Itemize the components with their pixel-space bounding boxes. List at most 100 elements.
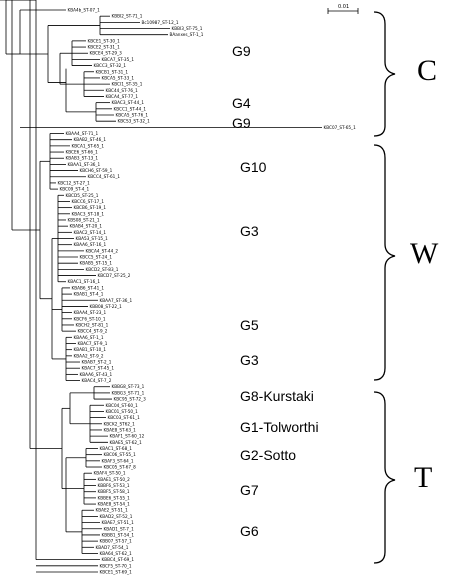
leaf-label: KBAC7_ST-45_1 [82, 366, 115, 371]
group-label-g3-upper: G3 [240, 223, 259, 239]
leaf-label: KBAF4_ST-50_1 [94, 471, 126, 476]
leaf-label: KBAA2_ST-9_2 [74, 353, 104, 358]
leaf-label: KBAE1_ST-50_2 [98, 477, 131, 482]
leaf-label: KBC03_ST-61_1 [108, 415, 141, 420]
leaf-label: KBCC1_ST-44_1 [114, 106, 147, 111]
leaf-label: KBC09_ST-4_1 [60, 187, 90, 192]
leaf-label: KBAA6_ST-16_1 [74, 242, 107, 247]
leaf-label: KBAC2_ST-14_1 [74, 230, 107, 235]
leaf-label: KBCE6_ST-66_1 [66, 150, 99, 155]
leaf-label: KBBF5_ST-58_1 [98, 489, 130, 494]
leaf-label: KBAB2_ST-46_1 [74, 137, 107, 142]
leaf-label: KBAA1_ST-36_1 [68, 162, 101, 167]
leaf-label: KBC95_ST-72_3 [114, 397, 147, 402]
leaf-label: KBBF6_ST-53_1 [98, 483, 130, 488]
cluster-label-c: C [417, 54, 437, 87]
leaf-label: KBAA7_ST-36_1 [100, 298, 133, 303]
leaf-label: KBBB1_ST-54_1 [102, 532, 135, 537]
tree-branches [0, 0, 322, 573]
leaf-label: KBA53_ST-15_1 [76, 236, 109, 241]
leaf-label: KBAA4_ST-23_1 [74, 310, 107, 315]
leaf-label: KBCI1_ST-35_1 [112, 82, 143, 87]
group-label-g6: G6 [240, 523, 259, 539]
leaf-label: KBCE1_ST-69_1 [100, 570, 133, 575]
leaf-label: KBAE5_ST-62_1 [110, 440, 143, 445]
leaf-label: KBAE2_ST-51_1 [96, 508, 129, 513]
leaf-label: KBAC1_ST-16_1 [68, 279, 101, 284]
leaf-label: KBAB6_ST-41_1 [72, 285, 105, 290]
leaf-label: KBA64_ST-62_1 [100, 551, 133, 556]
leaf-label: KBAC3_ST-44_1 [112, 100, 145, 105]
leaf-label: KBAF3_ST-64_1 [102, 458, 134, 463]
leaf-label: KBAC4_ST-7_2 [82, 378, 112, 383]
cluster-bracket-c: C [373, 11, 437, 137]
leaf-label: KBCA1_ST-65_1 [72, 143, 105, 148]
leaf-label: KBC06_ST-55_1 [104, 452, 137, 457]
cluster-bracket-t: T [373, 391, 432, 564]
leaf-label: KBCC3_ST-32_1 [94, 63, 127, 68]
leaf-label: KBAD1_ST-7_1 [104, 526, 135, 531]
group-label-g5: G5 [240, 317, 259, 333]
leaf-label: KBCC4_ST-61_1 [88, 174, 121, 179]
leaf-label: KBBG8_ST-73_1 [112, 384, 145, 389]
leaf-label: KBCF6_ST-10_1 [74, 316, 106, 321]
leaf-label: KBCC6_ST-17_1 [72, 199, 105, 204]
group-label-g10: G10 [240, 159, 267, 175]
leaf-label: KBAC7_ST-9_1 [78, 341, 108, 346]
leaf-label: KBBE6_ST-55_1 [98, 495, 131, 500]
leaf-label: KBCA5_ST-33_1 [102, 75, 135, 80]
leaf-label: KBAE8_ST-63_1 [104, 427, 137, 432]
leaf-label: KBCE4_ST-29_3 [90, 51, 123, 56]
leaf-label: KBB08_ST-22_1 [90, 304, 123, 309]
leaf-label: KBAB3_ST-13_1 [66, 156, 99, 161]
group-label-g7: G7 [240, 482, 259, 498]
leaf-label: KBAB5_ST-15_1 [80, 261, 113, 266]
leaf-label: KBAA4_ST-71_1 [66, 131, 99, 136]
leaf-label: KBCH2_ST-81_1 [76, 322, 109, 327]
leaf-label: KBCE2_ST-31_1 [88, 45, 121, 50]
leaf-label: KBCA5_ST-76_1 [116, 112, 149, 117]
group-label-g4: G4 [232, 95, 251, 111]
cluster-bracket-w: W [373, 144, 439, 381]
leaf-label: KBAD2_ST-52_1 [100, 514, 133, 519]
leaf-label: KBC12_ST-27_1 [58, 180, 91, 185]
leaf-label: KBCK2_ST62_1 [104, 421, 136, 426]
scale-bar: 0.01 [327, 4, 359, 14]
leaf-label: KBAE8_ST-54_1 [98, 502, 131, 507]
leaf-label: KBCB6_ST-19_1 [74, 205, 107, 210]
leaf-label: KBCF5_ST-70_1 [100, 563, 132, 568]
group-label-g2-sotto: G2-Sotto [240, 447, 296, 463]
leaf-label: KBCH6_ST-59_1 [80, 168, 113, 173]
leaf-label: KBCA4_ST-44_2 [86, 248, 119, 253]
leaf-label: KBBI3_ST-75_1 [172, 26, 203, 31]
leaf-label: KBAB7_ST-2_1 [82, 360, 112, 365]
group-label-g1-tolworthi: G1-Tolworthi [240, 419, 319, 435]
leaf-label: KBAE7_ST-51_1 [102, 520, 135, 525]
group-label-g9-top: G9 [232, 43, 251, 59]
leaf-label: KBCD7_ST-25_2 [98, 273, 131, 278]
leaf-label: KBAC3_ST-18_1 [72, 211, 105, 216]
leaf-label: KBC04_ST-60_1 [106, 403, 139, 408]
leaf-label: KBCA4_ST-77_1 [106, 94, 139, 99]
cluster-label-w: W [410, 237, 439, 270]
leaf-label: KBCC4_ST-9_2 [78, 329, 108, 334]
leaf-label: KBC05_ST-67_8 [104, 465, 137, 470]
group-label-g3-lower: G3 [240, 352, 259, 368]
leaf-label: KBB07_ST-57_1 [100, 539, 133, 544]
scale-bar-label: 0.01 [338, 4, 349, 10]
leaf-label: KBAC1_ST-68_1 [100, 446, 133, 451]
leaf-label: KBCB1_ST-31_1 [96, 69, 129, 74]
leaf-label: KBAB4_ST-20_1 [70, 224, 103, 229]
leaf-label: KBAD7_ST-54_1 [96, 545, 129, 550]
leaf-label: KBC07_ST-65_1 [324, 125, 357, 130]
leaf-label: KBCA7_ST-35_1 [102, 57, 135, 62]
leaf-label: KBCD2_ST-83_1 [86, 267, 119, 272]
group-label-g8-kurstaki: G8-Kurstaki [240, 388, 314, 404]
leaf-label: KBCD5_ST-25_1 [66, 193, 99, 198]
leaf-label: KBA4b_ST-07_1 [68, 8, 101, 13]
leaf-label: Bc10987_ST-12_1 [142, 20, 179, 25]
leaf-label: KBS08_ST-21_1 [68, 217, 100, 222]
leaf-label: KBAA6_ST-1_1 [74, 335, 104, 340]
leaf-label: KBAB1_ST-10_1 [74, 347, 107, 352]
